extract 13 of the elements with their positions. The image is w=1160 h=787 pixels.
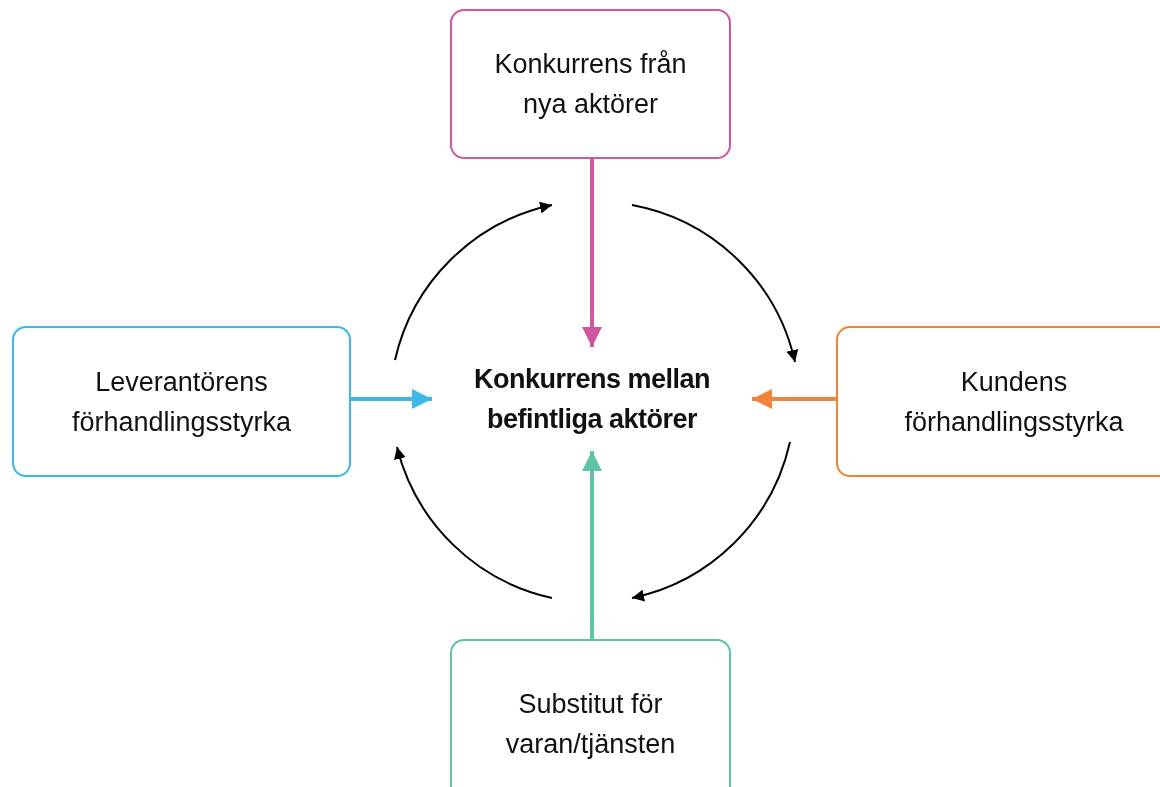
arrow bbox=[582, 451, 602, 639]
box-label: Substitut för varan/tjänsten bbox=[504, 688, 677, 761]
arrow bbox=[752, 389, 836, 409]
force-box bbox=[836, 326, 1160, 477]
force-box bbox=[12, 326, 351, 477]
force-box bbox=[450, 639, 731, 787]
box-label: Kundens förhandlingsstyrka bbox=[903, 365, 1125, 439]
box-label: Konkurrens från nya aktörer bbox=[493, 48, 688, 121]
arrow bbox=[351, 389, 432, 409]
arrow bbox=[582, 159, 602, 347]
force-box bbox=[450, 9, 731, 159]
center-label: Konkurrens mellan befintliga aktörer bbox=[472, 363, 712, 436]
box-label: Leverantörens förhandlingsstyrka bbox=[70, 365, 293, 439]
